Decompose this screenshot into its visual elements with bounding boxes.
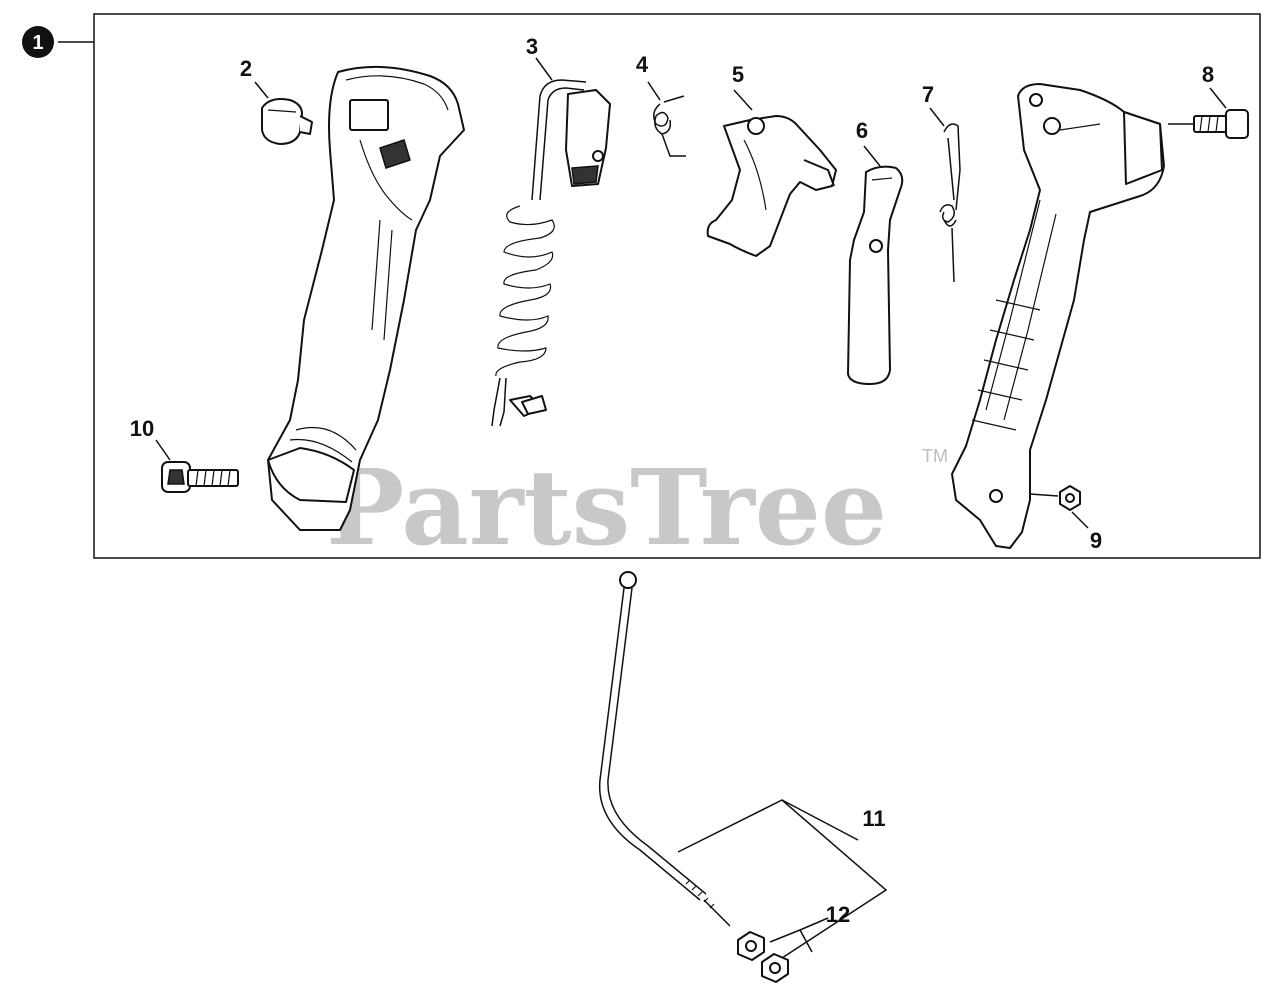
callout-11: 11 (862, 806, 885, 831)
callout-5: 5 (732, 62, 744, 87)
leader-9 (1071, 511, 1089, 529)
leader-6 (863, 145, 881, 167)
leader-7 (929, 107, 945, 127)
leader-8 (1209, 87, 1227, 109)
callout-12: 12 (826, 902, 850, 927)
leader-5 (733, 89, 753, 111)
part-6-lockout-lever (847, 165, 904, 385)
assembly-badge-label: 1 (32, 32, 43, 54)
callout-2: 2 (240, 56, 252, 81)
part-5-throttle-trigger (706, 115, 837, 257)
part-10-screw (161, 461, 239, 493)
leader-2 (254, 81, 269, 99)
part-3-wire-harness (491, 79, 611, 427)
leader-12 (769, 929, 813, 953)
part-8-screw (1168, 109, 1249, 139)
callout-8: 8 (1202, 62, 1214, 87)
part-12-nuts (737, 931, 789, 983)
callout-4: 4 (636, 52, 649, 77)
callout-3: 3 (526, 34, 538, 59)
callout-6: 6 (856, 118, 868, 143)
part-4-torsion-spring (653, 95, 686, 157)
callout-10: 10 (130, 416, 154, 441)
leader-3 (535, 57, 553, 81)
part-7-wire-spring (939, 123, 961, 283)
leader-12-b (799, 917, 829, 931)
leader-11 (677, 799, 888, 959)
watermark: PartsTree (326, 446, 887, 569)
assembly-badge-circle (22, 26, 54, 58)
assembly-frame (93, 13, 1261, 559)
part-2-switch-knob (261, 98, 313, 145)
part-11-throttle-cable (598, 571, 731, 927)
leader-11-b (781, 799, 859, 841)
callout-7: 7 (922, 82, 934, 107)
leader-10 (155, 439, 171, 461)
callout-9: 9 (1090, 528, 1102, 553)
trademark: TM (922, 446, 948, 466)
part-9-hex-nut (1029, 485, 1081, 511)
leader-4 (647, 81, 661, 101)
part-right-handle-half (951, 83, 1165, 549)
part-left-handle-half (267, 65, 465, 531)
